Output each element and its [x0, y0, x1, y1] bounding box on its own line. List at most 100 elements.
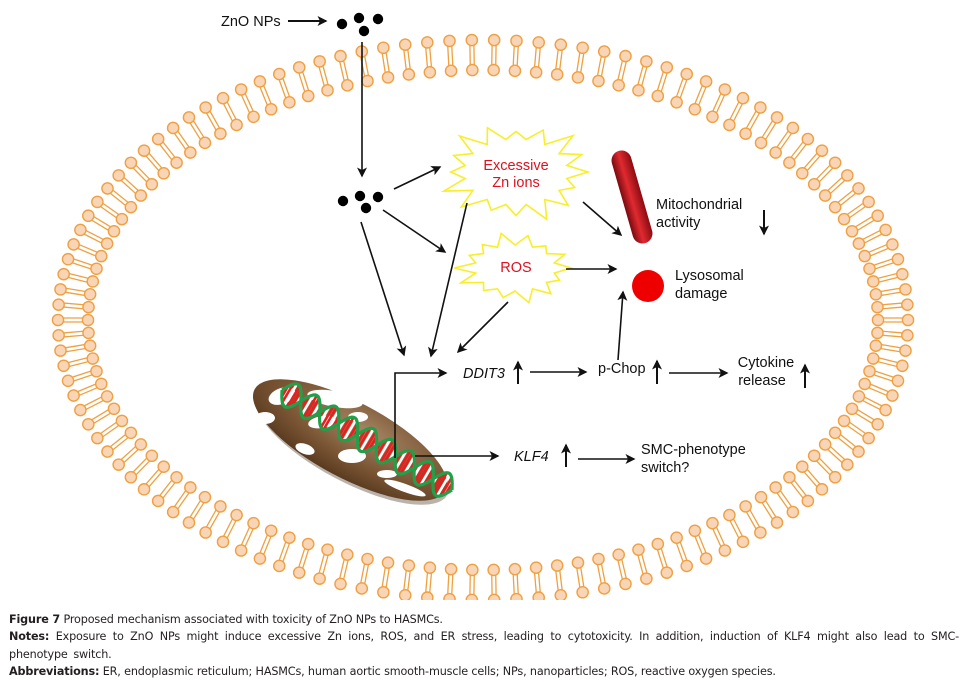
lipid-head [115, 414, 129, 428]
arrow-ros-to-ddit3 [456, 301, 509, 354]
dna-base-pair [399, 452, 415, 475]
dna-base-pair [383, 443, 397, 464]
lipid-head [660, 566, 674, 579]
dna-base-pair [394, 450, 408, 470]
dna-base-pair [342, 418, 358, 442]
lipid-tail [65, 291, 85, 297]
lipid-head [866, 275, 880, 288]
lipid-head [465, 593, 479, 600]
lipid-head [166, 121, 180, 135]
lipid-head [699, 75, 713, 88]
lipid-head [487, 33, 501, 47]
lipid-tail [451, 574, 454, 595]
lipid-tail [447, 45, 450, 66]
lipid-head [151, 494, 165, 508]
lipid-head [871, 300, 884, 314]
lipid-head [619, 49, 632, 63]
lipid-head [783, 471, 796, 484]
lipid-tail [641, 66, 648, 87]
lipid-head [828, 426, 842, 440]
lipid-tail [715, 94, 726, 114]
lipid-head [398, 589, 412, 600]
lipid-head [145, 449, 159, 463]
nanoparticle [336, 18, 348, 30]
lipid-head [736, 535, 750, 549]
lipid-tail [846, 424, 864, 438]
lipid-head [377, 585, 390, 599]
lipid-tail [91, 409, 110, 421]
lipid-tail [555, 49, 559, 70]
lipid-head [112, 169, 125, 182]
lipid-tail [222, 518, 234, 537]
lipid-tail [749, 112, 761, 131]
mitochondrial-label-line1: Mitochondrial [656, 197, 742, 213]
arrow-pchop-to-lysosome [617, 290, 628, 361]
pathway-arrows [360, 166, 628, 361]
lipid-tail [339, 61, 345, 82]
lipid-head [381, 71, 395, 84]
lipid-head [651, 537, 665, 551]
nanoparticle [360, 202, 372, 214]
lipid-tail [818, 167, 834, 183]
lipid-tail [162, 141, 176, 158]
lipid-head [688, 102, 702, 116]
lipid-tail [818, 457, 834, 473]
lipid-head [807, 449, 821, 463]
lipid-head [576, 585, 589, 599]
lipid-tail [862, 229, 881, 241]
lipid-head [688, 524, 702, 538]
lipid-head [871, 313, 885, 327]
nanoparticle [337, 195, 349, 207]
lipid-tail [99, 205, 118, 219]
lipid-head [74, 223, 87, 237]
lipid-tail [637, 554, 644, 575]
lipid-head [670, 96, 683, 109]
lipid-head [736, 91, 750, 105]
mitochondrion-body [611, 150, 653, 244]
lipid-tail [878, 276, 899, 283]
lipid-tail [159, 143, 173, 161]
lipid-head [83, 287, 97, 301]
lipid-tail [159, 479, 173, 497]
lipid-tail [263, 535, 272, 555]
lysosomal-label-line1: Lysosomal [675, 268, 744, 284]
nanoparticle [358, 25, 370, 37]
lipid-tail [429, 47, 433, 68]
lipid-head [754, 136, 768, 150]
lipid-head [444, 562, 458, 576]
lipid-tail [240, 526, 251, 546]
lipid-head [487, 593, 501, 600]
lipid-tail [848, 421, 867, 435]
lipid-head [170, 156, 183, 169]
lipid-head [651, 89, 665, 103]
lipid-tail [846, 202, 864, 216]
lipid-head [423, 65, 437, 79]
dna-base-pair [337, 416, 351, 437]
lipid-head [157, 166, 171, 180]
dna-base-pair [357, 427, 372, 449]
dna-double-helix [280, 382, 454, 498]
lipid-head [361, 552, 374, 566]
lipid-head [94, 377, 108, 391]
lipid-tail [815, 460, 831, 476]
lipid-tail [854, 412, 873, 424]
lipid-head [124, 200, 138, 214]
lipid-head [91, 195, 104, 209]
lipid-head [283, 531, 296, 544]
lipid-tail [732, 518, 744, 537]
arrow-dna-to-ddit3 [394, 368, 448, 458]
lipid-head [124, 156, 138, 170]
lipid-head [597, 45, 611, 58]
lipid-tail [621, 558, 627, 579]
lipid-tail [73, 258, 93, 266]
dna-base-pair [413, 461, 428, 483]
lipid-head [640, 572, 653, 585]
figure-caption-text: Proposed mechanism associated with toxic… [63, 613, 443, 626]
lipid-tail [555, 570, 559, 591]
lipid-tail [533, 572, 537, 593]
lipid-tail [78, 387, 98, 397]
lipid-tail [793, 143, 807, 161]
lipid-head [554, 589, 568, 600]
lipid-tail [617, 559, 624, 580]
lipid-head [247, 110, 260, 124]
